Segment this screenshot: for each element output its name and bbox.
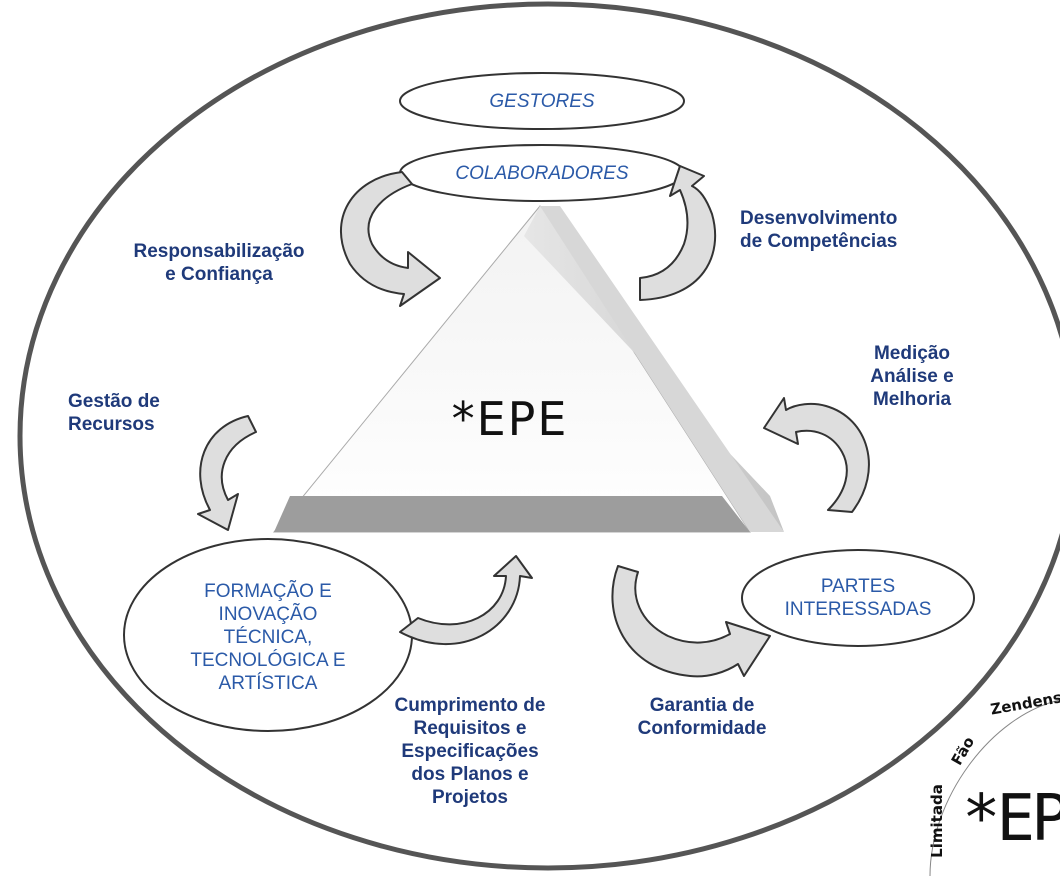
label-garantia: Garantia de Conformidade — [637, 695, 767, 739]
stamp-text-limitada: Limitada — [927, 784, 946, 858]
label-desenvolvimento: Desenvolvimento de Competências — [740, 208, 898, 252]
curved-arrow-bottom-right — [611, 565, 771, 678]
oval-gestores-label: GESTORES — [489, 91, 595, 112]
curved-arrow-bottom-left — [399, 555, 533, 645]
curved-arrow-top-right — [639, 165, 717, 301]
central-triangle — [272, 205, 784, 533]
curved-arrow-right — [763, 397, 870, 513]
curved-arrow-top-left — [340, 171, 441, 307]
label-medicao: Medição Análise e Melhoria — [870, 343, 954, 410]
oval-partes-interessadas — [741, 549, 975, 647]
oval-formacao-label: FORMAÇÃO E INOVAÇÃO TÉCNICA, TECNOLÓGICA… — [190, 581, 346, 694]
oval-colaboradores-label: COLABORADORES — [455, 163, 629, 184]
label-gestao-recursos: Gestão de Recursos — [68, 391, 160, 435]
center-title: *EPE — [451, 392, 569, 446]
outer-ellipse — [17, 1, 1060, 871]
label-cumprimento: Cumprimento de Requisitos e Especificaçõ… — [394, 695, 546, 808]
oval-gestores — [399, 72, 685, 130]
curved-arrow-left — [197, 415, 257, 531]
oval-partes-label: PARTES INTERESSADAS — [784, 576, 932, 620]
stamp-big-text: *EP — [962, 782, 1060, 856]
stamp-ring-arc — [929, 699, 1060, 877]
label-responsabilizacao: Responsabilização e Confiança — [133, 241, 305, 285]
